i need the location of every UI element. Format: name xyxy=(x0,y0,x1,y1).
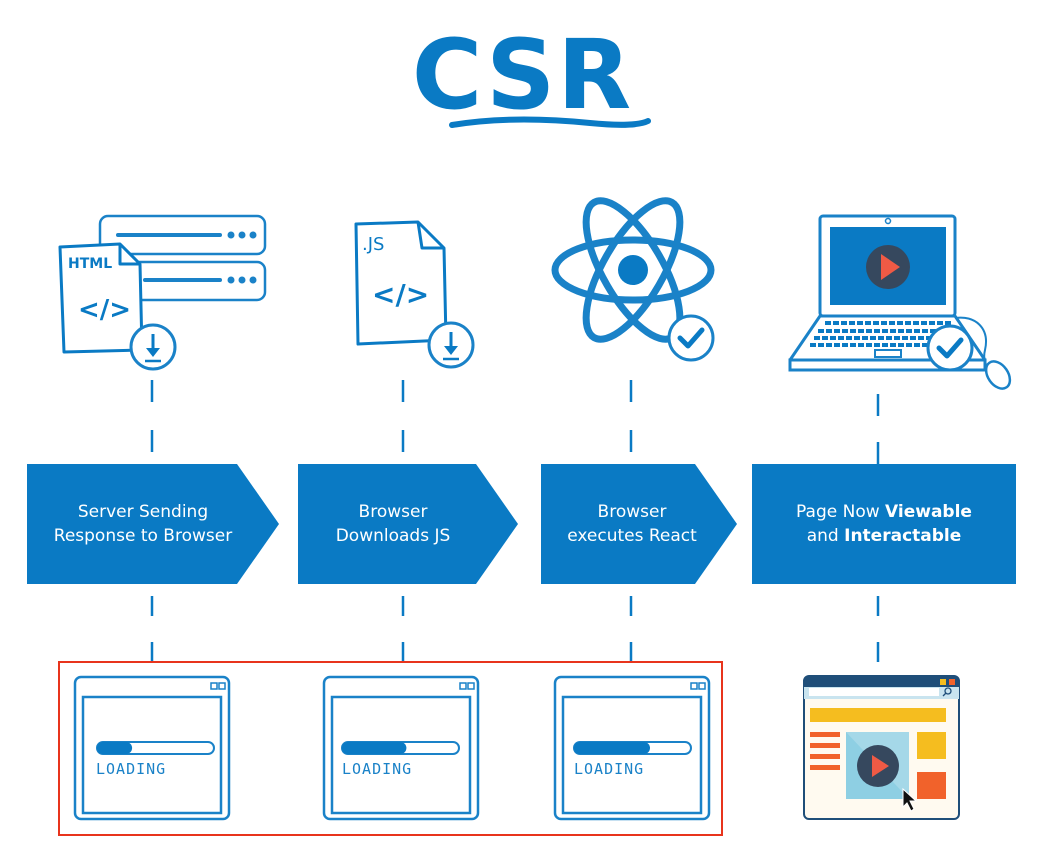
download-icon xyxy=(129,323,177,371)
loading-label: LOADING xyxy=(342,760,412,778)
step-4-line-2-plain: and xyxy=(806,526,845,546)
play-icon xyxy=(866,245,910,289)
step-1-line-1: Server Sending xyxy=(77,502,209,522)
react-atom-icon xyxy=(551,197,715,362)
step-4-line-1: Page Now Viewable xyxy=(796,500,972,524)
rendered-page-illustration xyxy=(803,675,960,820)
js-file-label: .JS xyxy=(362,234,384,255)
step-2-line-2: Downloads JS xyxy=(335,526,451,546)
play-icon xyxy=(857,745,899,787)
step-2-line-1: Browser xyxy=(358,502,428,522)
html-file-server-icon: HTML </> xyxy=(58,214,267,371)
connectors-top xyxy=(150,380,880,464)
step-1-line-2: Response to Browser xyxy=(53,526,233,546)
progress-bar-fill xyxy=(342,742,407,754)
loading-phase-highlight xyxy=(58,661,723,836)
search-icon xyxy=(942,687,952,697)
loading-window-3: LOADING xyxy=(553,675,711,821)
step-2-browser-downloads-js: Browser Downloads JS xyxy=(298,464,518,584)
mouse-icon xyxy=(984,360,1012,390)
step-4-line-2: and Interactable xyxy=(796,524,972,548)
connectors-bottom xyxy=(150,596,880,662)
address-bar xyxy=(809,688,939,696)
title-underline xyxy=(449,116,651,128)
check-icon xyxy=(926,324,974,372)
step-4-line-2-bold: Interactable xyxy=(844,526,962,546)
html-file-label: HTML xyxy=(68,256,112,272)
step-4-line-1-bold: Viewable xyxy=(885,502,972,522)
laptop-check-icon xyxy=(788,214,1012,390)
diagram-title: CSR xyxy=(411,19,634,131)
download-icon xyxy=(427,321,475,369)
loading-window-2: LOADING xyxy=(322,675,480,821)
step-1-server-sending: Server Sending Response to Browser xyxy=(27,464,279,584)
cursor-icon xyxy=(902,787,918,812)
step-4-line-1-plain: Page Now xyxy=(796,502,886,522)
js-file-download-icon: .JS </> xyxy=(354,220,475,369)
loading-window-1: LOADING xyxy=(73,675,231,821)
check-icon xyxy=(667,314,715,362)
code-glyph: </> xyxy=(372,278,429,311)
progress-bar-fill xyxy=(574,742,650,754)
loading-label: LOADING xyxy=(574,760,644,778)
step-3-line-2: executes React xyxy=(567,526,697,546)
step-4-page-viewable-interactable: Page Now Viewable and Interactable xyxy=(752,464,1016,584)
step-3-line-1: Browser xyxy=(597,502,667,522)
code-glyph: </> xyxy=(78,295,131,325)
loading-label: LOADING xyxy=(96,760,166,778)
step-3-browser-executes-react: Browser executes React xyxy=(541,464,737,584)
progress-bar-fill xyxy=(97,742,133,754)
